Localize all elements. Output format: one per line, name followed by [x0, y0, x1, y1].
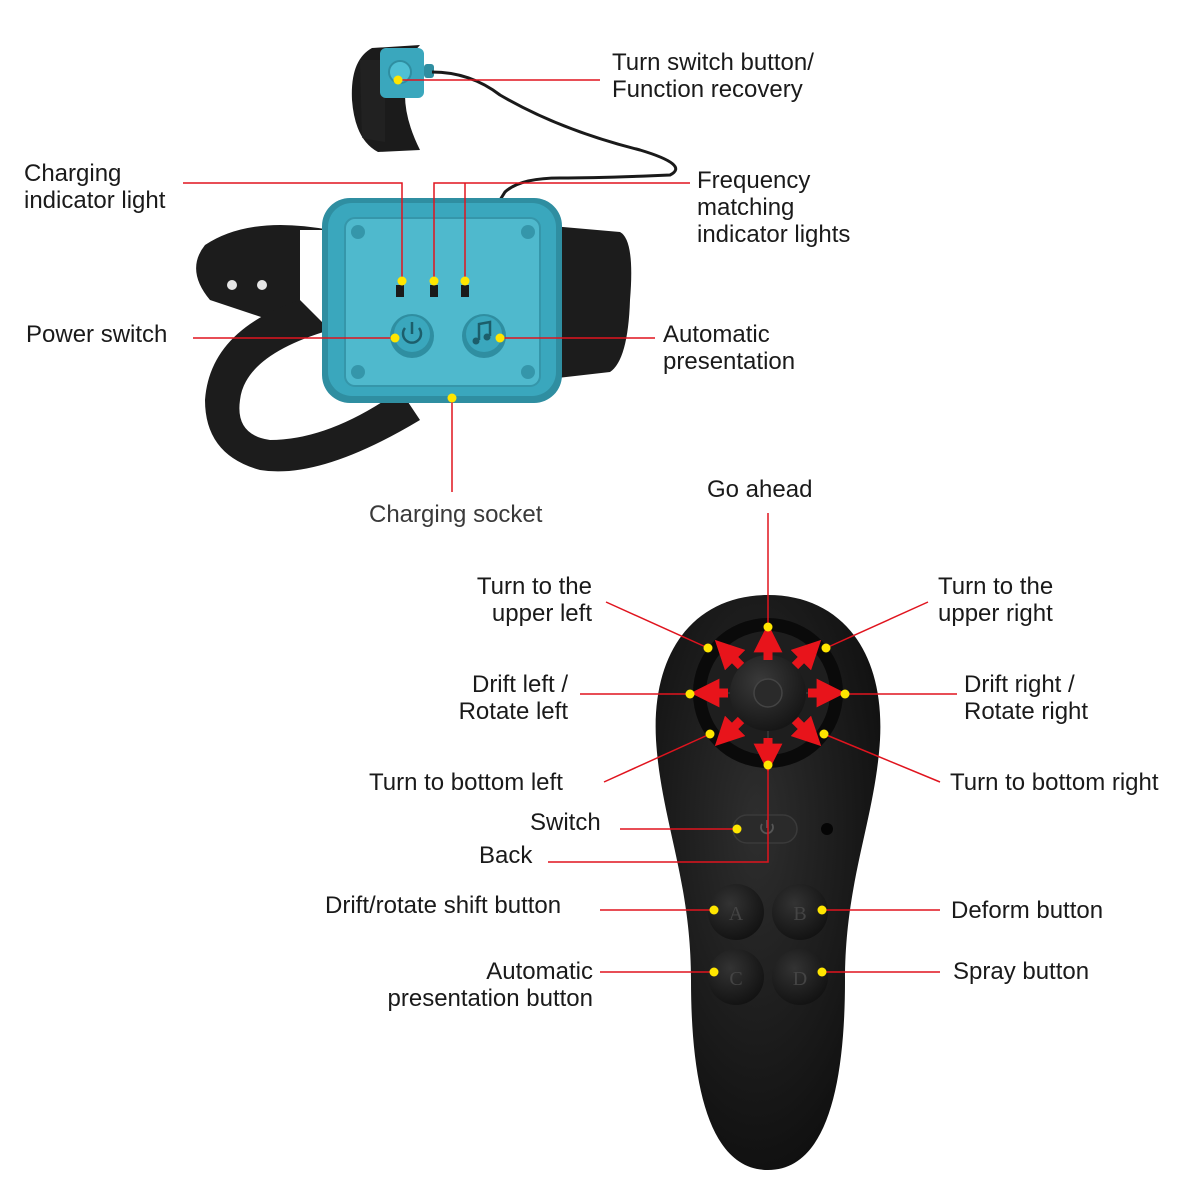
- leader-back: [548, 765, 769, 863]
- leader-bottom-right: [823, 733, 941, 783]
- arrow-upper-right: [790, 639, 822, 671]
- arrow-upper-left: [714, 639, 746, 671]
- label-deform: Deform button: [951, 897, 1104, 924]
- controller: A B C D: [655, 595, 881, 1170]
- svg-text:B: B: [793, 903, 806, 925]
- button-a: A: [708, 884, 764, 940]
- module-face: [344, 217, 541, 387]
- label-automatic-presentation: Automatic presentation: [663, 321, 796, 375]
- label-charging-socket: Charging socket: [369, 501, 543, 528]
- leader-lines: [183, 79, 957, 973]
- frequency-indicator-slot: [430, 285, 438, 297]
- label-frequency-matching: Frequency matching indicator lights: [697, 167, 851, 248]
- label-bottom-right: Turn to bottom right: [950, 769, 1159, 796]
- svg-text:C: C: [729, 968, 742, 990]
- cable: [431, 70, 678, 201]
- label-go-ahead: Go ahead: [707, 476, 813, 503]
- music-note-icon: [472, 320, 492, 345]
- finger-ring: [351, 45, 434, 152]
- label-drift-right: Drift right / Rotate right: [964, 671, 1089, 725]
- label-auto-pres-button: Automatic presentation button: [387, 958, 594, 1012]
- power-icon: [401, 322, 423, 344]
- callout-dots: [390, 75, 850, 977]
- button-c: C: [708, 949, 764, 1005]
- switch-button: [732, 814, 798, 844]
- label-upper-right: Turn to the upper right: [938, 573, 1054, 627]
- button-b: B: [772, 884, 828, 940]
- label-charging-indicator: Charging indicator light: [24, 160, 166, 214]
- leader-bottom-left: [603, 733, 711, 783]
- svg-text:D: D: [793, 968, 807, 990]
- label-switch: Switch: [530, 809, 601, 836]
- button-d: D: [772, 949, 828, 1005]
- leader-upper-left: [605, 601, 709, 649]
- power-icon: [760, 820, 774, 835]
- arrow-lower-right: [790, 715, 822, 747]
- label-drift-left: Drift left / Rotate left: [458, 671, 568, 725]
- wrist-module: [196, 45, 678, 472]
- arrow-lower-left: [714, 715, 746, 747]
- svg-text:A: A: [729, 903, 744, 925]
- status-led: [821, 823, 833, 835]
- leader-upper-right: [825, 601, 929, 649]
- charging-indicator-slot: [396, 285, 404, 297]
- label-upper-left: Turn to the upper left: [476, 573, 592, 627]
- wrist-strap: [196, 225, 632, 472]
- label-turn-switch: Turn switch button/ Function recovery: [612, 49, 814, 103]
- leader-charging-indicator: [183, 182, 403, 281]
- label-spray: Spray button: [953, 958, 1090, 985]
- leader-frequency-1: [433, 182, 690, 281]
- direction-arrows: [690, 623, 846, 773]
- label-power-switch: Power switch: [26, 321, 168, 348]
- frequency-indicator-slot: [461, 285, 469, 297]
- label-back: Back: [479, 842, 533, 869]
- label-drift-shift: Drift/rotate shift button: [325, 892, 562, 919]
- label-bottom-left: Turn to bottom left: [369, 769, 563, 796]
